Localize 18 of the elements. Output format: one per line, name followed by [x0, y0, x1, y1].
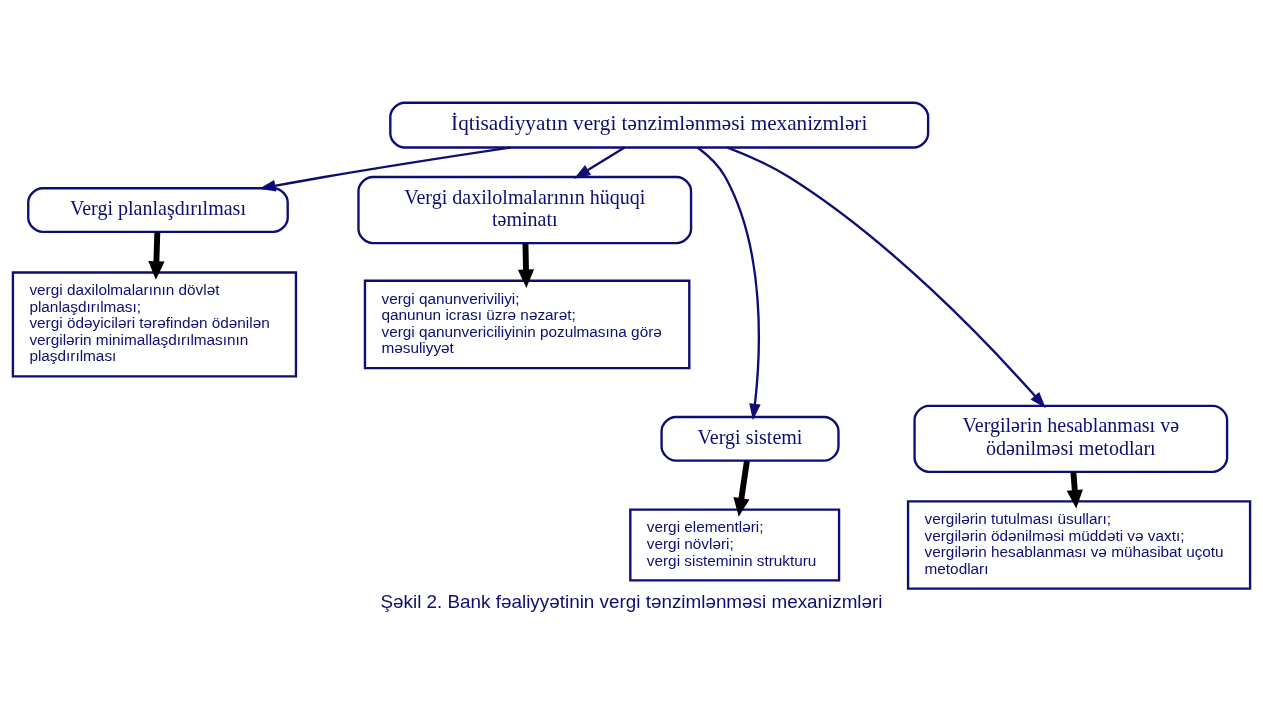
- node-box: vergi qanunveriviliyi; qanunun icrası üzrə nəzarət; vergi qanunvericiliyinin pozulmasına görə məsuliyyət: [363, 279, 691, 370]
- node-box: vergi elementləri; vergi növləri; vergi sisteminin strukturu: [629, 508, 841, 582]
- arrow: [259, 146, 511, 192]
- caption: Şəkil 2. Bank fəaliyyətinin vergi tənzimlənməsi mexanizmləri: [380, 591, 883, 613]
- arrow: [517, 243, 535, 289]
- arrow: [1066, 472, 1083, 509]
- node-box: vergilərin tutulması üsulları; vergilərin ödənilməsi müddəti və vaxtı; vergilərin hesablanması və mühasibat uçotu metodları: [906, 500, 1252, 590]
- node-box: İqtisadiyyatın vergi tənzimlənməsi mexanizmləri: [389, 101, 930, 149]
- arrow: [148, 232, 165, 280]
- arrow: [727, 146, 1046, 409]
- arrow: [574, 146, 626, 179]
- arrow: [733, 460, 750, 517]
- arrow: [697, 146, 761, 421]
- node-box: Vergi sistemi: [660, 415, 840, 462]
- node-box: Vergi daxilolmalarının hüquqi təminatı: [357, 175, 693, 245]
- node-box: Vergi planlaşdırılması: [27, 187, 289, 234]
- node-box: vergi daxilolmalarının dövlət planlaşdırılması; vergi ödəyiciləri tərəfindən ödənilən vergilərin minimallaşdırılmasının plaşdırılması: [11, 271, 298, 378]
- node-box: Vergilərin hesablanması və ödənilməsi metodları: [913, 404, 1229, 474]
